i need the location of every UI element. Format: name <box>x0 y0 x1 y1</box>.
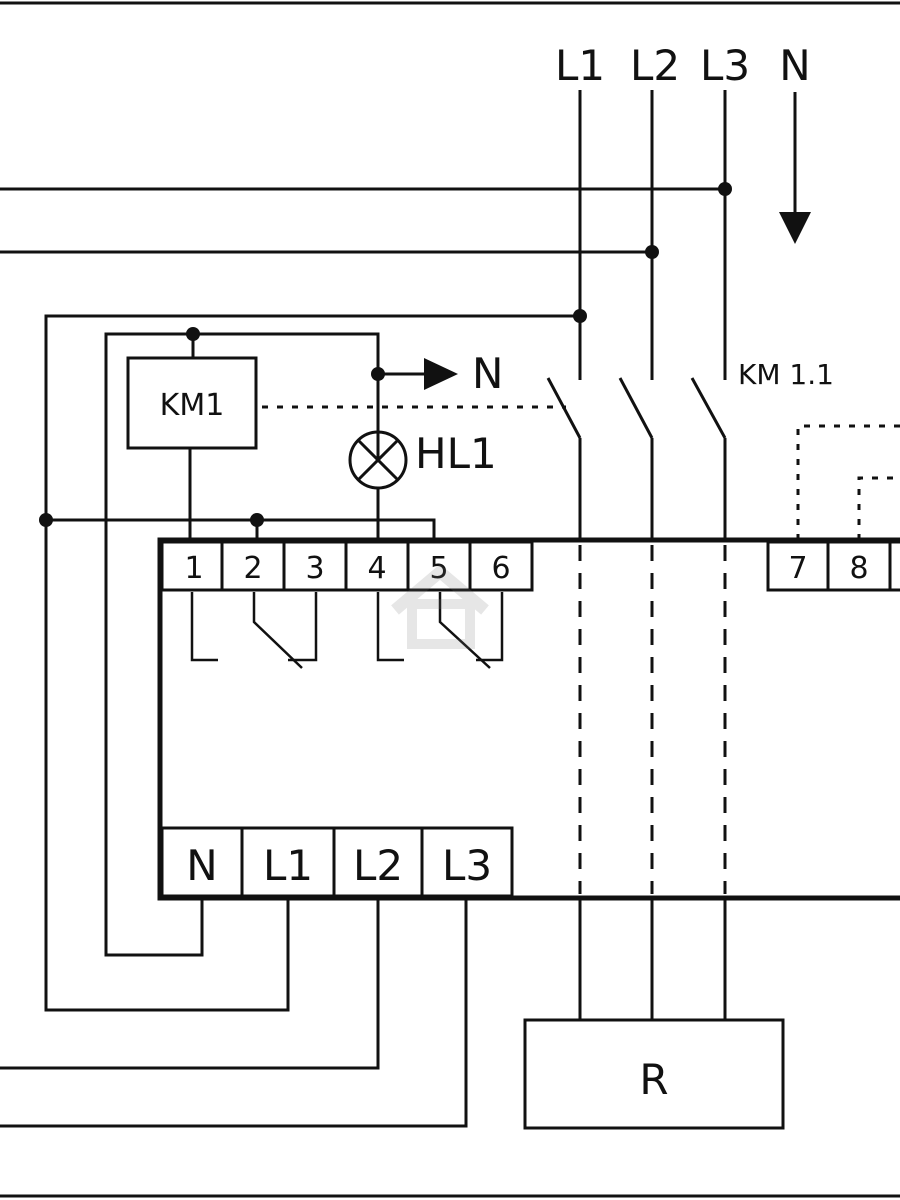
lamp-icon <box>348 430 408 540</box>
terminal-label: 5 <box>429 551 448 586</box>
phase-tap-wires <box>0 187 725 1012</box>
terminal-label: N <box>186 841 217 890</box>
junction-node <box>645 245 659 259</box>
supply-label-l2: L2 <box>630 41 680 90</box>
sensor-wires <box>796 424 900 540</box>
terminal-label: 7 <box>788 551 807 586</box>
supply-phase-lines <box>578 90 727 380</box>
terminal-label: 3 <box>305 551 324 586</box>
terminal-label: L3 <box>442 841 492 890</box>
measurement-wires <box>0 898 468 1128</box>
relay-top-terminal-block <box>160 540 900 592</box>
common-wire <box>46 518 436 540</box>
neutral-tap-label: N <box>472 349 503 398</box>
relay-internal-phase-paths <box>578 545 727 894</box>
junction-node <box>250 513 264 527</box>
relay-bottom-terminal-block <box>160 826 514 898</box>
neutral-arrow-icon <box>779 92 811 244</box>
terminal-label: 2 <box>243 551 262 586</box>
contactor-switch-group <box>546 377 727 540</box>
terminal-label: 1 <box>184 551 203 586</box>
contactor-coil-label: KM1 <box>160 388 225 423</box>
contactor-contacts-label: KM 1.1 <box>738 358 834 391</box>
load-feed-wires <box>578 898 727 1020</box>
junction-node <box>371 367 385 381</box>
junction-node <box>573 309 587 323</box>
junction-node <box>39 513 53 527</box>
lamp-label: HL1 <box>415 429 497 478</box>
neutral-tap-arrow-icon <box>378 358 458 390</box>
watermark-icon <box>391 564 489 649</box>
relay-internal-contacts <box>190 592 504 669</box>
junction-node <box>718 182 732 196</box>
supply-label-l3: L3 <box>700 41 750 90</box>
terminal-label: L2 <box>353 841 403 890</box>
terminal-label: 8 <box>849 551 868 586</box>
load-box <box>523 1018 785 1130</box>
terminal-label: 6 <box>491 551 510 586</box>
relay-body <box>157 537 900 901</box>
contactor-coil: KM1 <box>126 356 258 540</box>
terminal-label: L1 <box>263 841 313 890</box>
terminal-label: 4 <box>367 551 386 586</box>
supply-label-l1: L1 <box>555 41 605 90</box>
load-label: R <box>639 1055 668 1104</box>
junction-node <box>186 327 200 341</box>
supply-label-n: N <box>779 41 810 90</box>
